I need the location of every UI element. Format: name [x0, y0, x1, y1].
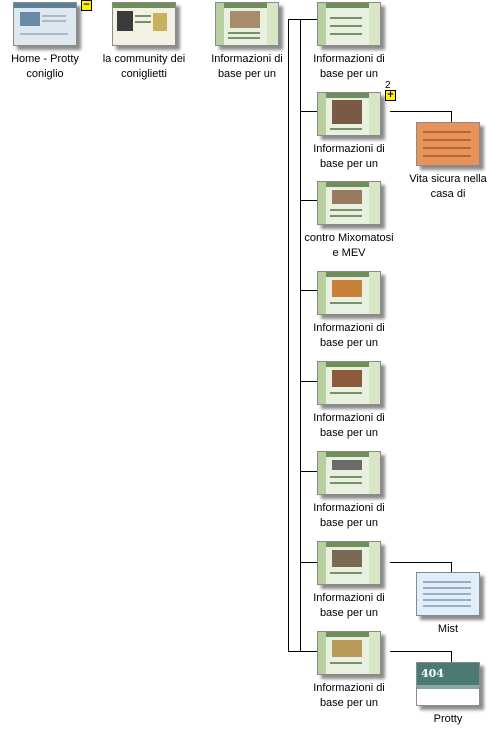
page-thumbnail[interactable]	[317, 181, 381, 225]
node-label: Informazioni di base per un	[313, 53, 385, 80]
connector-branch	[300, 381, 321, 382]
node-label: contro Mixomatosi e MEV	[304, 232, 394, 259]
node-label: Protty	[433, 713, 463, 725]
site-node-info[interactable]: Informazioni di base per un	[304, 541, 394, 621]
page-thumbnail[interactable]: 404	[416, 662, 480, 706]
child-count: 2	[385, 80, 391, 91]
connector-child-h	[390, 562, 452, 563]
connector-child-h	[390, 111, 452, 112]
node-label: Informazioni di base per un	[313, 412, 385, 439]
site-node-info-root[interactable]: Informazioni di base per un	[202, 2, 292, 82]
connector-trunk	[288, 19, 289, 651]
connector-branch	[300, 562, 321, 563]
collapse-icon[interactable]: −	[81, 0, 92, 11]
node-label: Informazioni di base per un	[313, 322, 385, 349]
node-label: Informazioni di base per un	[313, 143, 385, 170]
page-thumbnail[interactable]	[317, 541, 381, 585]
connector-branch	[300, 200, 321, 201]
expand-icon[interactable]: +	[385, 90, 396, 101]
site-node-info[interactable]: Informazioni di base per un	[304, 92, 394, 172]
page-thumbnail[interactable]	[112, 2, 176, 46]
page-thumbnail[interactable]	[13, 2, 77, 46]
connector-child-v	[451, 651, 452, 662]
site-node-info[interactable]: Informazioni di base per un	[304, 361, 394, 441]
site-node-info[interactable]: Informazioni di base per un	[304, 2, 394, 82]
site-node-mixomatosi[interactable]: contro Mixomatosi e MEV	[304, 181, 394, 261]
site-node-protty-404[interactable]: 404 Protty	[403, 662, 493, 727]
site-node-info[interactable]: Informazioni di base per un	[304, 271, 394, 351]
node-label: Informazioni di base per un	[313, 682, 385, 709]
page-thumbnail[interactable]	[215, 2, 279, 46]
connector-spine	[300, 19, 301, 652]
connector-branch	[300, 111, 321, 112]
connector-branch	[288, 651, 321, 652]
page-thumbnail[interactable]	[317, 451, 381, 495]
connector-root-h	[288, 19, 321, 20]
node-label: Home - Protty coniglio	[11, 53, 79, 80]
page-thumbnail[interactable]	[317, 361, 381, 405]
site-node-info[interactable]: Informazioni di base per un	[304, 631, 394, 711]
site-node-mist[interactable]: Mist	[403, 572, 493, 637]
connector-branch	[300, 290, 321, 291]
node-label: Informazioni di base per un	[211, 53, 283, 80]
page-thumbnail[interactable]	[416, 572, 480, 616]
page-thumbnail[interactable]	[317, 92, 381, 136]
site-node-info[interactable]: Informazioni di base per un	[304, 451, 394, 531]
node-label: Informazioni di base per un	[313, 502, 385, 529]
node-label: la community dei coniglietti	[102, 53, 186, 80]
page-thumbnail[interactable]	[416, 122, 480, 166]
page-thumbnail[interactable]	[317, 271, 381, 315]
error-code-text: 404	[421, 667, 444, 680]
node-label: Informazioni di base per un	[313, 592, 385, 619]
connector-child-v	[451, 562, 452, 572]
node-label: Vita sicura nella casa di	[409, 173, 487, 200]
node-label: Mist	[437, 623, 459, 635]
connector-child-h	[390, 651, 452, 652]
connector-child-v	[451, 111, 452, 123]
site-node-vita-sicura[interactable]: Vita sicura nella casa di	[403, 122, 493, 202]
connector-branch	[300, 471, 321, 472]
page-thumbnail[interactable]	[317, 2, 381, 46]
site-node-home[interactable]: Home - Protty coniglio	[0, 2, 90, 82]
page-thumbnail[interactable]	[317, 631, 381, 675]
site-node-community[interactable]: la community dei coniglietti	[99, 2, 189, 82]
